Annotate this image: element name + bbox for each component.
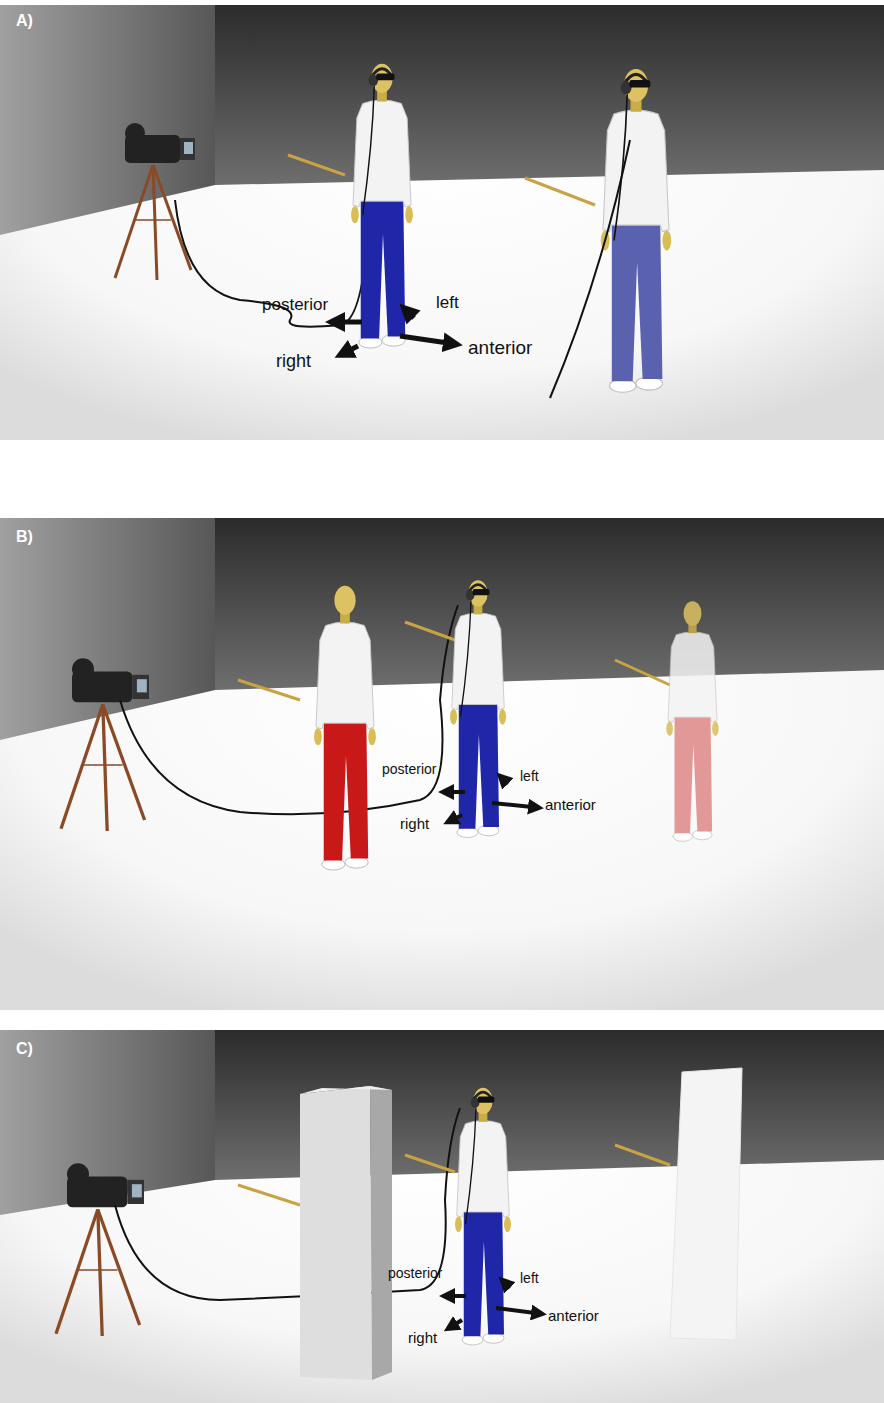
axis-label: posterior xyxy=(262,296,328,315)
pillar xyxy=(670,1068,742,1340)
panel-c xyxy=(0,1030,884,1403)
panel-letter: A) xyxy=(16,12,33,30)
panel-letter: B) xyxy=(16,528,33,546)
axis-label: anterior xyxy=(468,338,532,359)
axis-label: right xyxy=(276,352,311,372)
axis-label: anterior xyxy=(548,1308,599,1325)
axis-label: left xyxy=(520,769,539,784)
pillar xyxy=(300,1086,372,1380)
panel-b xyxy=(0,518,884,1010)
axis-label: posterior xyxy=(388,1266,442,1281)
panel-letter: C) xyxy=(16,1040,33,1058)
axis-label: left xyxy=(436,294,459,313)
axis-label: left xyxy=(520,1271,539,1286)
axis-label: right xyxy=(400,816,429,833)
axis-label: anterior xyxy=(545,797,596,814)
axis-label: posterior xyxy=(382,762,436,777)
panel-a xyxy=(0,5,884,440)
axis-label: right xyxy=(408,1330,437,1347)
